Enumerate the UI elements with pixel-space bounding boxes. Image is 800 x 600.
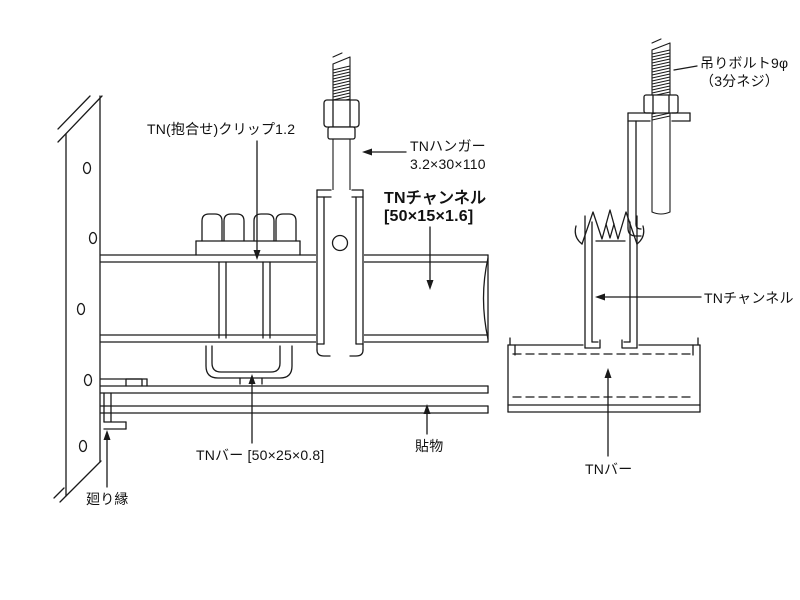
nut-right	[643, 94, 679, 114]
label-channel-main-size: [50×15×1.6]	[384, 208, 474, 226]
label-hanger-name: TNハンガー	[410, 138, 486, 154]
label-molding: 廻り縁	[86, 491, 129, 507]
label-hanger-size: 3.2×30×110	[410, 156, 486, 173]
leader-clip	[253, 140, 261, 260]
label-hanger: TNハンガー 3.2×30×110	[410, 137, 486, 173]
channel-clip-spring	[574, 209, 645, 245]
bar-and-board-side	[100, 378, 489, 414]
leader-channel-main	[426, 226, 434, 290]
leader-channel-right	[595, 293, 702, 301]
label-channel-main: TNチャンネル [50×15×1.6]	[384, 190, 486, 227]
molding-profile	[100, 378, 148, 430]
label-channel-main-name: TNチャンネル	[384, 190, 487, 207]
label-bar-right: TNバー	[585, 461, 633, 477]
channel-right-section	[584, 215, 638, 349]
leader-bolt	[673, 65, 698, 71]
label-bolt-name: 吊りボルト9φ	[700, 55, 789, 71]
label-suspension-bolt: 吊りボルト9φ （3分ネジ）	[700, 54, 788, 90]
label-clip: TN(抱合せ)クリップ1.2	[147, 121, 296, 137]
label-bar-left: TNバー [50×25×0.8]	[196, 447, 325, 463]
clip-assembly	[195, 213, 301, 339]
label-bolt-size: （3分ネジ）	[700, 73, 779, 90]
hanger	[316, 189, 364, 357]
leader-board	[423, 404, 431, 435]
bar-cross-section	[205, 345, 293, 385]
channel-main	[100, 254, 489, 343]
nut-center	[323, 99, 360, 140]
leader-hanger	[362, 148, 407, 156]
label-channel-right: TNチャンネル	[704, 290, 794, 306]
hanger-bracket-right	[627, 112, 691, 237]
leader-bar-right	[604, 368, 612, 457]
wall-section	[53, 95, 103, 503]
label-board: 貼物	[415, 438, 444, 454]
leader-molding	[103, 430, 111, 488]
suspension-bolt-right	[651, 38, 671, 215]
leader-bar-left	[248, 374, 256, 444]
bar-right-section	[507, 337, 701, 413]
